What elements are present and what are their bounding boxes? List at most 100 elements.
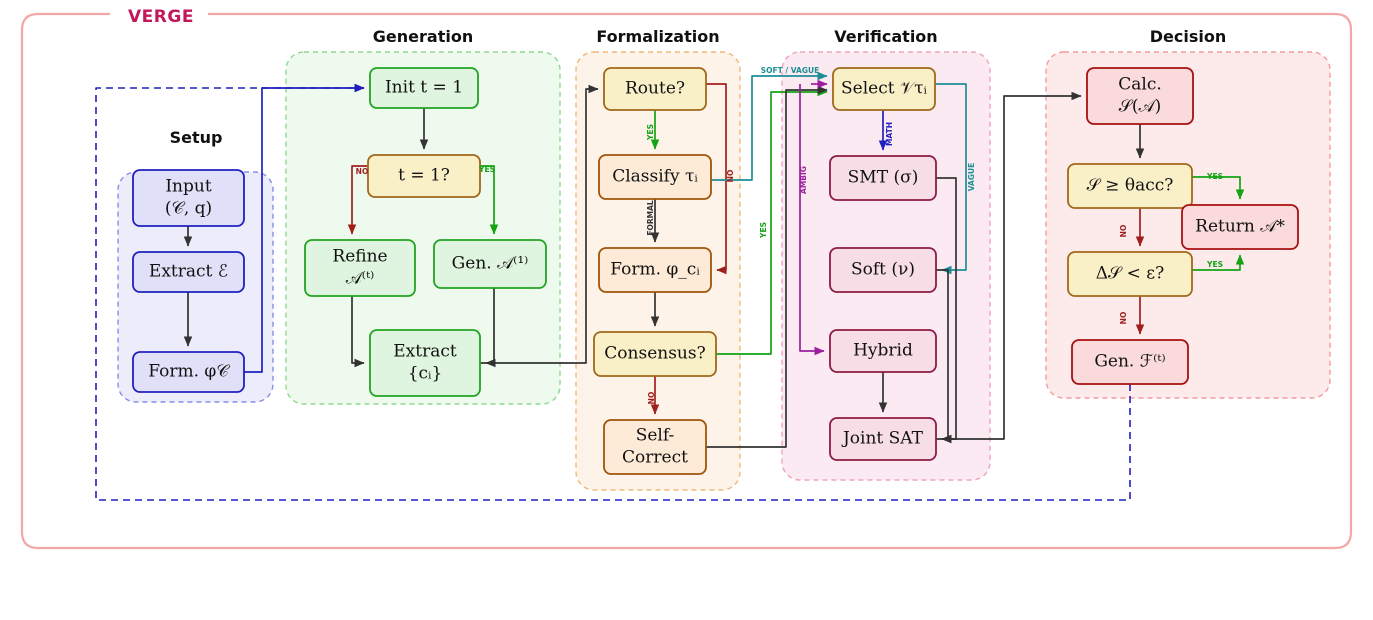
edge-teq-refine: [347, 165, 368, 235]
frame-title: VERGE: [128, 7, 194, 27]
node-label-extract_c: Extract: [393, 342, 457, 362]
node-label-soft: Soft (ν): [851, 260, 915, 280]
node-label-t_eq_1: t = 1?: [398, 166, 450, 186]
node-box-calc_s[interactable]: [1086, 67, 1194, 125]
node-box-select_v[interactable]: [832, 67, 936, 111]
node-input[interactable]: Input(𝒞, q): [132, 169, 245, 227]
node-t_eq_1[interactable]: t = 1?: [367, 154, 481, 198]
node-delta_s[interactable]: Δ𝒮 < ε?: [1067, 251, 1193, 297]
node-box-s_ge[interactable]: [1067, 163, 1193, 209]
node-jointsat[interactable]: Joint SAT: [829, 417, 937, 461]
node-extract_c[interactable]: Extract{cᵢ}: [369, 329, 481, 397]
node-form_phic[interactable]: Form. φ𝒞: [132, 351, 245, 393]
node-label-calc_s: 𝒮(𝒜): [1119, 97, 1162, 117]
node-box-input[interactable]: [132, 169, 245, 227]
edge-teq-gen: [480, 165, 499, 235]
edge-label-dec-no-1: NO: [1119, 225, 1128, 238]
node-label-extract_e: Extract ℰ: [149, 262, 228, 282]
node-box-jointsat[interactable]: [829, 417, 937, 461]
node-label-return_a: Return 𝒜*: [1195, 217, 1285, 237]
edge-amb-hybrid: [799, 84, 825, 356]
node-s_ge[interactable]: 𝒮 ≥ θacc?: [1067, 163, 1193, 209]
node-select_v[interactable]: Select 𝒱τᵢ: [832, 67, 936, 111]
node-box-extract_e[interactable]: [132, 251, 245, 293]
node-label-form_phic: Form. φ𝒞: [148, 362, 230, 382]
node-gen_f[interactable]: Gen. ℱ⁽ᵗ⁾: [1071, 339, 1189, 385]
node-box-hybrid[interactable]: [829, 329, 937, 373]
edge-consensus-select: [716, 87, 828, 355]
node-label-jointsat: Joint SAT: [841, 429, 924, 449]
node-consensus[interactable]: Consensus?: [593, 331, 717, 377]
section-title-generation: Generation: [373, 27, 473, 46]
node-hybrid[interactable]: Hybrid: [829, 329, 937, 373]
node-selfcorr[interactable]: Self-Correct: [603, 419, 707, 475]
node-box-form_phic2[interactable]: [598, 247, 712, 293]
node-init_t[interactable]: Init t = 1: [369, 67, 479, 109]
node-label-s_ge: 𝒮 ≥ θacc?: [1087, 176, 1174, 196]
node-label-gen_a1: Gen. 𝒜⁽¹⁾: [452, 254, 529, 274]
verge-frame: VERGE: [20, 7, 1353, 550]
node-label-gen_f: Gen. ℱ⁽ᵗ⁾: [1094, 352, 1165, 372]
node-label-classify: Classify τᵢ: [612, 167, 698, 187]
node-box-selfcorr[interactable]: [603, 419, 707, 475]
node-extract_e[interactable]: Extract ℰ: [132, 251, 245, 293]
node-box-route[interactable]: [603, 67, 707, 111]
edge-delta-return: [1192, 254, 1245, 271]
edge-select-soft: [935, 83, 967, 275]
node-label-init_t: Init t = 1: [385, 78, 463, 98]
node-label-calc_s: Calc.: [1118, 75, 1162, 95]
node-box-t_eq_1[interactable]: [367, 154, 481, 198]
node-smt[interactable]: SMT (σ): [829, 155, 937, 201]
node-label-input: (𝒞, q): [165, 199, 212, 219]
node-label-delta_s: Δ𝒮 < ε?: [1096, 264, 1164, 284]
node-box-smt[interactable]: [829, 155, 937, 201]
node-label-consensus: Consensus?: [604, 344, 705, 364]
edge-label-gen-no: NO: [356, 167, 369, 176]
edge-joint-calc: [936, 91, 1082, 440]
node-box-gen_f[interactable]: [1071, 339, 1189, 385]
node-box-return_a[interactable]: [1181, 204, 1299, 250]
edge-label-consensus-no: NO: [647, 392, 656, 405]
node-classify[interactable]: Classify τᵢ: [598, 154, 712, 200]
edges-layer: [95, 71, 1245, 501]
node-box-consensus[interactable]: [593, 331, 717, 377]
node-label-extract_c: {cᵢ}: [408, 364, 443, 384]
node-label-refine: Refine: [332, 247, 387, 267]
node-soft[interactable]: Soft (ν): [829, 247, 937, 293]
node-box-delta_s[interactable]: [1067, 251, 1193, 297]
node-return_a[interactable]: Return 𝒜*: [1181, 204, 1299, 250]
node-form_phic2[interactable]: Form. φ_cᵢ: [598, 247, 712, 293]
node-label-form_phic2: Form. φ_cᵢ: [610, 260, 700, 280]
node-calc_s[interactable]: Calc.𝒮(𝒜): [1086, 67, 1194, 125]
edge-extract-route: [480, 84, 599, 364]
edge-refine-extract: [351, 296, 365, 368]
node-route[interactable]: Route?: [603, 67, 707, 111]
node-label-hybrid: Hybrid: [853, 341, 913, 361]
edge-classify-select: [711, 71, 828, 181]
node-box-gen_a1[interactable]: [433, 239, 547, 289]
edge-label-dec-yes-2: YES: [1206, 260, 1223, 269]
node-label-input: Input: [165, 177, 211, 197]
node-box-form_phic[interactable]: [132, 351, 245, 393]
edge-label-classify-fml: FORMAL: [646, 200, 655, 236]
node-label-selfcorr: Self-: [636, 426, 675, 446]
section-panel-generation: [285, 51, 561, 405]
node-label-select_v: Select 𝒱τᵢ: [841, 79, 928, 99]
node-gen_a1[interactable]: Gen. 𝒜⁽¹⁾: [433, 239, 547, 289]
edge-label-vague: VAGUE: [967, 163, 976, 191]
node-box-init_t[interactable]: [369, 67, 479, 109]
node-box-classify[interactable]: [598, 154, 712, 200]
node-box-soft[interactable]: [829, 247, 937, 293]
edge-sge-return: [1192, 176, 1245, 200]
edge-label-consensus-yes: YES: [759, 222, 768, 239]
edge-label-ambig: AMBIG: [799, 166, 808, 194]
node-label-refine: 𝒜⁽ᵗ⁾: [346, 269, 375, 289]
edge-label-route-yes: YES: [646, 124, 655, 141]
node-box-extract_c[interactable]: [369, 329, 481, 397]
node-box-refine[interactable]: [304, 239, 416, 297]
node-label-selfcorr: Correct: [622, 448, 688, 468]
edge-label-route-no: NO: [726, 170, 735, 183]
